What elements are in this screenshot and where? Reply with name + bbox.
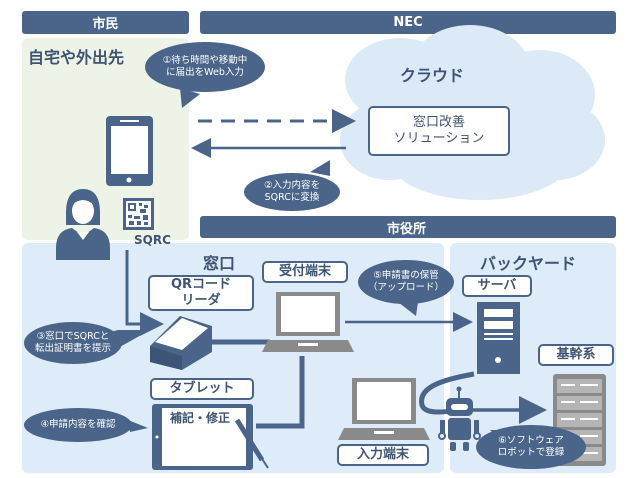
smartphone-icon <box>106 116 153 186</box>
step-2-bubble: ②入力内容を SQRCに変換 <box>244 173 340 211</box>
zone-cloud-title: クラウド <box>400 66 465 85</box>
qr-reader-label: QRコード リーダ <box>148 275 254 311</box>
step-5-text: ⑤申請書の保管 （アップロード） <box>367 269 444 293</box>
header-citizen-label: 市民 <box>92 17 119 32</box>
step-4-bubble: ④申請内容を確認 <box>24 408 132 442</box>
tablet-screen-text: 補記・修正 <box>170 411 231 425</box>
tablet-icon <box>152 404 253 470</box>
citizen-person-icon <box>56 189 110 260</box>
step-3-bubble: ③窓口でSQRCと 転出証明書を提示 <box>24 322 122 364</box>
solution-box: 窓口改善 ソリューション <box>368 106 510 156</box>
reception-laptop-icon <box>262 292 354 352</box>
step-4-text: ④申請内容を確認 <box>40 418 116 430</box>
zone-counter-title: 窓口 <box>203 254 236 273</box>
core-system-label: 基幹系 <box>538 344 614 366</box>
header-city-hall-label: 市役所 <box>386 221 426 237</box>
server-icon <box>477 302 520 374</box>
stylus-icon <box>234 418 269 469</box>
sqrc-label: SQRC <box>134 233 171 247</box>
step-6-bubble: ⑥ソフトウェア ロボットで登録 <box>476 425 586 469</box>
zone-backyard-title: バックヤード <box>480 254 577 273</box>
header-nec: NEC <box>200 11 616 34</box>
robot-fetch-curve <box>419 371 475 415</box>
step-1-bubble: ①待ち時間や移動中 に届出をWeb入力 <box>145 42 265 92</box>
header-nec-label: NEC <box>393 15 423 30</box>
input-terminal-label: 入力端末 <box>337 444 429 466</box>
step-5-bubble: ⑤申請書の保管 （アップロード） <box>358 260 454 304</box>
zone-home-title: 自宅や外出先 <box>28 48 125 67</box>
qr-reader-icon <box>150 316 212 370</box>
software-robot-icon <box>438 386 481 451</box>
qr-code-icon <box>123 198 154 230</box>
step-6-text: ⑥ソフトウェア ロボットで登録 <box>497 434 565 458</box>
sqrc-flow-arrow <box>125 250 164 336</box>
step-3-text: ③窓口でSQRCと 転出証明書を提示 <box>34 330 111 354</box>
input-laptop-icon <box>338 378 430 440</box>
terminal-tablet-cable <box>256 356 305 429</box>
reception-terminal-label: 受付端末 <box>262 261 348 283</box>
bubble-tails <box>98 88 520 444</box>
tablet-label: タブレット <box>150 378 254 400</box>
server-label: サーバ <box>462 275 532 297</box>
step-2-text: ②入力内容を SQRCに変換 <box>263 179 321 203</box>
header-citizen: 市民 <box>22 11 189 34</box>
step-1-text: ①待ち時間や移動中 に届出をWeb入力 <box>162 54 248 78</box>
header-city-hall: 市役所 <box>200 216 616 238</box>
